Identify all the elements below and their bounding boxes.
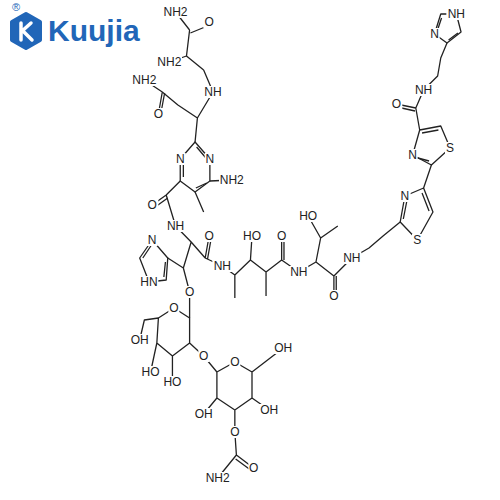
atom-label: NH <box>414 84 433 96</box>
atom-label: NH2 <box>205 472 231 484</box>
atom-label: O <box>146 199 157 211</box>
atom-label: O <box>229 426 240 438</box>
atom-label: NH <box>213 260 232 272</box>
logo-text: Kuujia <box>48 16 140 46</box>
atom-label: N <box>400 190 411 202</box>
atom-label: O <box>391 98 402 110</box>
atom-label: HN <box>139 276 158 288</box>
atom-label: O <box>229 356 240 368</box>
atom-label: S <box>445 142 455 154</box>
atom-label: NH2 <box>131 74 157 86</box>
atom-label: O <box>168 302 179 314</box>
atom-label: NH2 <box>156 56 182 68</box>
registered-mark: ® <box>12 2 20 13</box>
atom-label: HO <box>141 366 161 378</box>
atom-label: NH <box>447 8 466 20</box>
atom-label: N <box>429 28 440 40</box>
atom-label: O <box>328 290 339 302</box>
atom-label: N <box>205 153 216 165</box>
atom-label: S <box>412 234 422 246</box>
atom-label: NH2 <box>219 174 245 186</box>
atom-label: OH <box>130 334 150 346</box>
atom-label: HO <box>242 230 262 242</box>
atom-label: HO <box>298 210 318 222</box>
atom-label: O <box>276 230 287 242</box>
atom-label: O <box>198 350 209 362</box>
atom-label: OH <box>273 342 293 354</box>
atom-label: O <box>203 230 214 242</box>
atom-label: O <box>248 462 259 474</box>
atom-label: HO <box>162 376 182 388</box>
atom-label: NH <box>342 252 361 264</box>
atom-label: N <box>147 234 158 246</box>
atom-label: NH <box>166 220 185 232</box>
atom-label: N <box>407 149 418 161</box>
atom-label: O <box>203 16 214 28</box>
atom-label: N <box>175 153 186 165</box>
atom-label: NH <box>203 86 222 98</box>
atom-label: O <box>184 286 195 298</box>
atom-label: OH <box>194 408 214 420</box>
bond-lines <box>140 12 461 478</box>
atom-label: OH <box>259 404 279 416</box>
logo-icon <box>12 14 40 48</box>
atom-label: NH2 <box>163 6 189 18</box>
atom-label: NH <box>289 266 308 278</box>
atom-label: O <box>153 108 164 120</box>
